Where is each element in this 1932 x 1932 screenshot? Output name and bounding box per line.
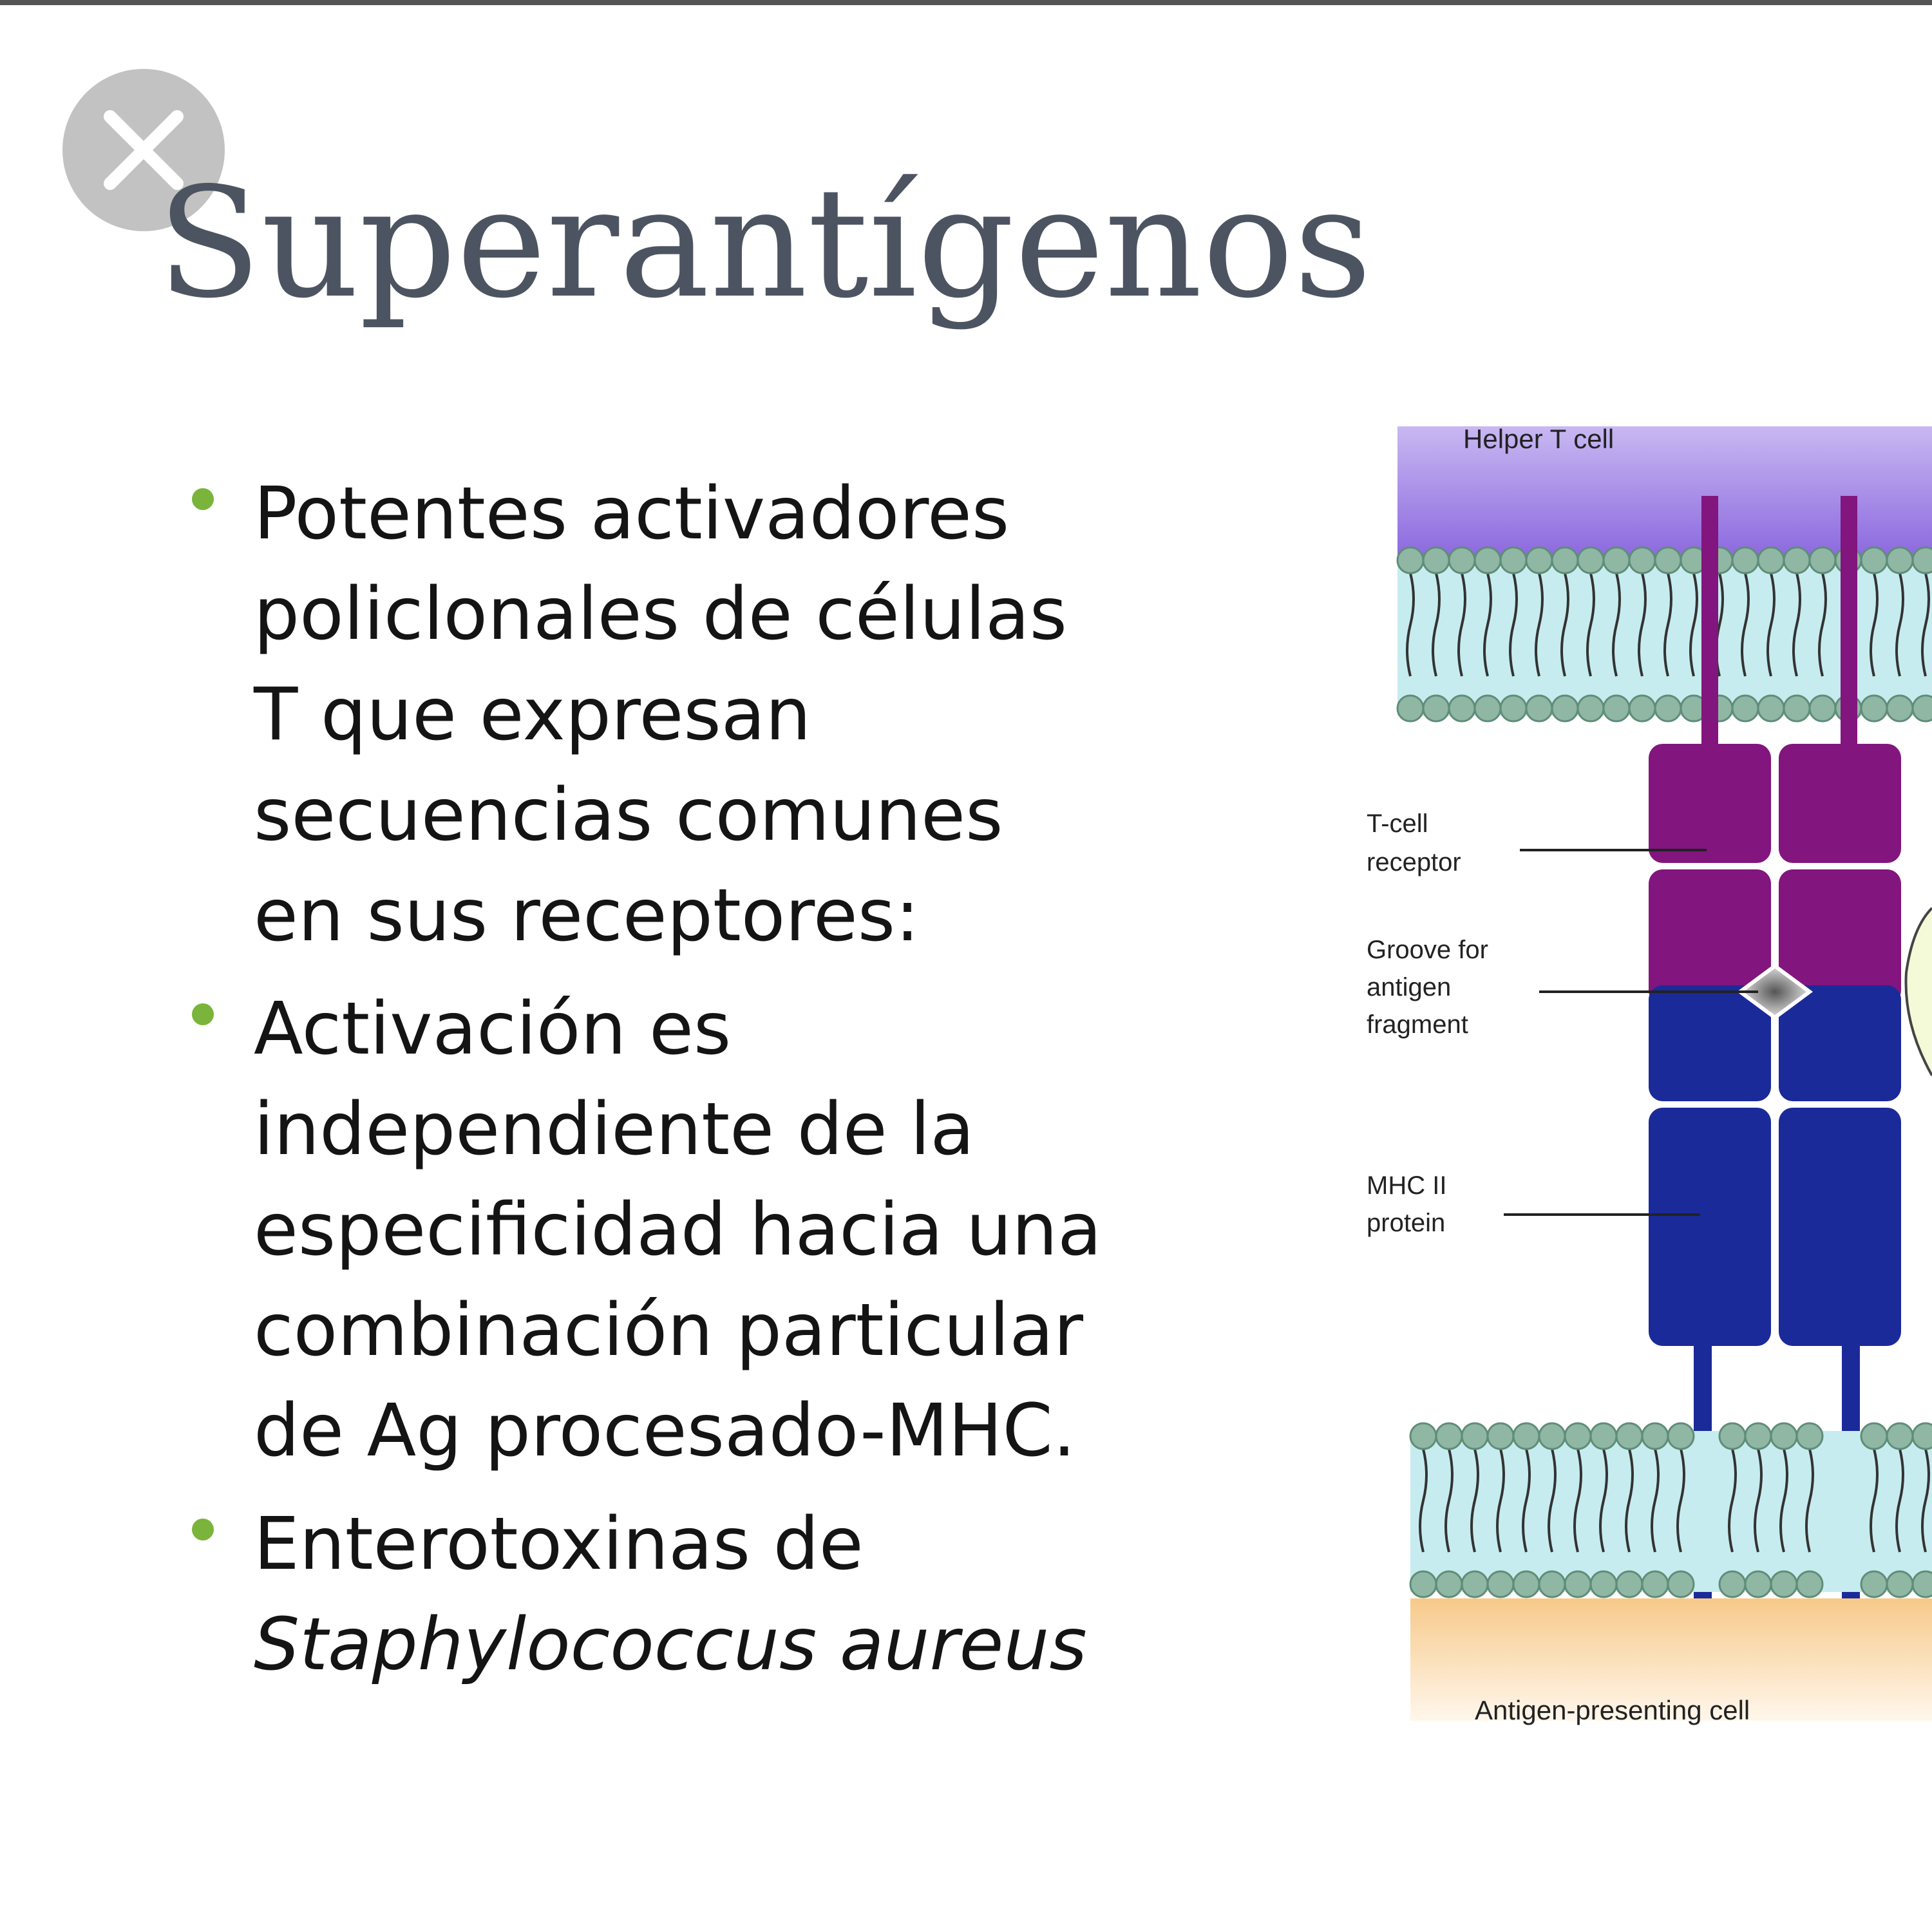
tcr-alpha-stalk xyxy=(1701,496,1718,766)
apc-cytoplasm xyxy=(1410,1598,1932,1721)
bullet-text: Activación es independiente de la especi… xyxy=(254,987,1102,1473)
groove-label-line1: Groove for xyxy=(1367,936,1488,964)
mhc-label-line2: protein xyxy=(1367,1209,1445,1237)
groove-label-line3: fragment xyxy=(1367,1010,1468,1039)
bullet-dot xyxy=(192,1003,214,1025)
tcr-label-line1: T-cell xyxy=(1367,810,1428,838)
groove-label-line2: antigen xyxy=(1367,973,1451,1001)
antigen-groove xyxy=(1736,963,1814,1020)
bullet-item: Activación es independiente de la especi… xyxy=(187,979,1191,1481)
bullet-dot xyxy=(192,1519,214,1540)
bullet-list: Potentes activadores policlonales de cél… xyxy=(187,464,1191,1708)
slide-title: Superantígenos xyxy=(157,155,1372,332)
bullet-text: Potentes activadores policlonales de cél… xyxy=(254,472,1067,958)
bullet-dot xyxy=(192,488,214,510)
tcr-mhc-diagram: Helper T cell xyxy=(1367,424,1932,1725)
bullet-item: Enterotoxinas de Staphylococcus aureus xyxy=(187,1494,1191,1695)
tcr-label-line2: receptor xyxy=(1367,848,1461,876)
bullet-text: Enterotoxinas de xyxy=(254,1502,864,1586)
t-cell-label: Helper T cell xyxy=(1463,424,1614,454)
tcr-beta-stalk xyxy=(1841,496,1857,766)
bullet-text-italic: Staphylococcus aureus xyxy=(254,1603,1087,1687)
mhc-label-line1: MHC II xyxy=(1367,1171,1446,1200)
apc-label: Antigen-presenting cell xyxy=(1475,1695,1750,1725)
t-cell-receptor xyxy=(1649,744,1901,1005)
close-icon xyxy=(104,110,184,190)
top-divider xyxy=(0,0,1932,5)
close-button[interactable] xyxy=(62,69,225,231)
apc-membrane xyxy=(1409,1422,1932,1598)
mhc-ii-protein xyxy=(1649,985,1901,1346)
bullet-item: Potentes activadores policlonales de cél… xyxy=(187,464,1191,966)
superantigen-edge xyxy=(1904,907,1932,1076)
